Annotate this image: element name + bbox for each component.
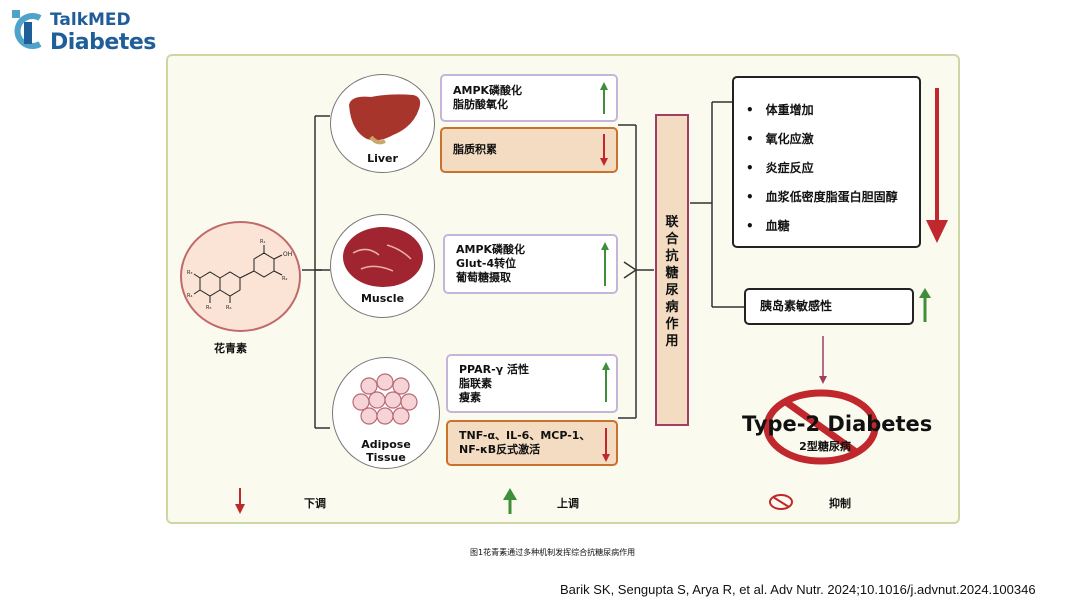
effect-char: 病 xyxy=(665,300,679,315)
legend-up-arrow-icon xyxy=(503,488,517,514)
box-line: 脂肪酸氧化 xyxy=(453,98,508,111)
legend-down-arrow-icon xyxy=(235,488,245,514)
logo-text-talkmed: TalkMED xyxy=(50,10,131,30)
combined-effect-box: 联 合 抗 糖 尿 病 作 用 xyxy=(655,114,689,426)
legend-down-label: 下调 xyxy=(304,497,326,510)
type2-diabetes-title: Type-2 Diabetes xyxy=(742,412,933,436)
box-line: TNF-α、IL-6、MCP-1、 xyxy=(459,429,591,442)
adipose-label-line2: Tissue xyxy=(366,451,406,464)
decreased-outcomes-box: 体重增加 氧化应激 炎症反应 血浆低密度脂蛋白胆固醇 血糖 xyxy=(732,76,921,248)
box-line: AMPK磷酸化 xyxy=(456,243,526,256)
adipose-circle: Adipose Tissue xyxy=(332,357,440,469)
r4-label: R₄ xyxy=(187,293,192,299)
muscle-up-box: AMPK磷酸化 Glut-4转位 葡萄糖摄取 xyxy=(443,234,618,294)
liver-label: Liver xyxy=(367,152,398,165)
adipose-label-line1: Adipose xyxy=(361,438,411,451)
effect-char: 联 xyxy=(665,215,679,230)
effect-char: 糖 xyxy=(665,266,679,281)
box-line: 瘦素 xyxy=(459,390,481,404)
r3-label: R₃ xyxy=(187,270,192,276)
box-line: AMPK磷酸化 xyxy=(453,84,523,97)
figure-caption: 图1花青素通过多种机制发挥综合抗糖尿病作用 xyxy=(470,548,636,557)
legend-inhibit-label: 抑制 xyxy=(829,497,851,510)
r1-label: R₁ xyxy=(260,239,265,245)
r2-label: R₂ xyxy=(282,276,287,282)
muscle-label: Muscle xyxy=(360,292,405,305)
down-arrow-icon xyxy=(602,428,610,462)
citation: Barik SK, Sengupta S, Arya R, et al. Adv… xyxy=(560,582,1036,597)
type2-diabetes-subtitle: 2型糖尿病 xyxy=(799,440,851,453)
talkmed-diabetes-logo: TalkMED Diabetes xyxy=(10,8,156,56)
insulin-sensitivity-box: 胰岛素敏感性 xyxy=(744,288,914,325)
effect-char: 合 xyxy=(665,232,679,247)
effect-char: 用 xyxy=(665,334,679,349)
liver-up-box: AMPK磷酸化 脂肪酸氧化 xyxy=(440,74,618,122)
muscle-icon xyxy=(343,227,423,287)
down-arrow-icon xyxy=(600,134,608,166)
compound-name: 花青素 xyxy=(214,342,247,355)
outcome-item: 体重增加 xyxy=(734,96,919,125)
r5-label: R₅ xyxy=(206,305,211,311)
box-line: 葡萄糖摄取 xyxy=(456,271,511,284)
box-line: NF-κB反式激活 xyxy=(459,443,541,456)
up-arrow-icon xyxy=(600,82,608,114)
r6-label: R₆ xyxy=(226,305,231,311)
adipose-label: Adipose Tissue xyxy=(333,438,439,464)
legend-inhibit-icon xyxy=(769,494,793,510)
outcome-item: 氧化应激 xyxy=(734,125,919,154)
outcome-item: 血浆低密度脂蛋白胆固醇 xyxy=(734,183,919,212)
liver-circle: Liver xyxy=(330,74,435,173)
combined-effect-text: 联 合 抗 糖 尿 病 作 用 xyxy=(657,214,687,350)
box-line: 脂质积累 xyxy=(453,143,497,156)
down-arrow-to-diabetes-icon xyxy=(819,336,827,384)
liver-down-box: 脂质积累 xyxy=(440,127,618,173)
box-line: 脂联素 xyxy=(459,376,492,390)
inhibit-icon xyxy=(763,389,879,465)
liver-icon xyxy=(349,94,421,145)
effect-char: 尿 xyxy=(665,283,679,298)
logo-text-diabetes: Diabetes xyxy=(50,30,156,55)
anthocyanin-structure: OH R₁ R₂ R₃ R₄ R₅ R₆ xyxy=(180,221,301,332)
flavylium-structure-icon: OH R₁ R₂ R₃ R₄ R₅ R₆ xyxy=(187,239,292,311)
adipose-down-box: TNF-α、IL-6、MCP-1、 NF-κB反式激活 xyxy=(446,420,618,466)
outcome-item: 炎症反应 xyxy=(734,154,919,183)
adipose-cells-icon xyxy=(352,373,418,425)
effect-char: 抗 xyxy=(665,249,679,264)
oh-label: OH xyxy=(283,251,292,258)
up-arrow-icon xyxy=(602,362,610,402)
effect-char: 作 xyxy=(665,317,679,332)
muscle-circle: Muscle xyxy=(330,214,435,318)
logo-mark-icon xyxy=(12,10,42,49)
adipose-up-box: PPAR-γ 活性 脂联素 瘦素 xyxy=(446,354,618,413)
outcome-item: 血糖 xyxy=(734,212,919,241)
up-arrow-icon xyxy=(919,288,931,322)
box-line: PPAR-γ 活性 xyxy=(459,362,529,376)
box-line: Glut-4转位 xyxy=(456,257,517,270)
large-down-arrow-icon xyxy=(926,88,948,243)
up-arrow-icon xyxy=(601,242,609,286)
legend-up-label: 上调 xyxy=(557,497,579,510)
